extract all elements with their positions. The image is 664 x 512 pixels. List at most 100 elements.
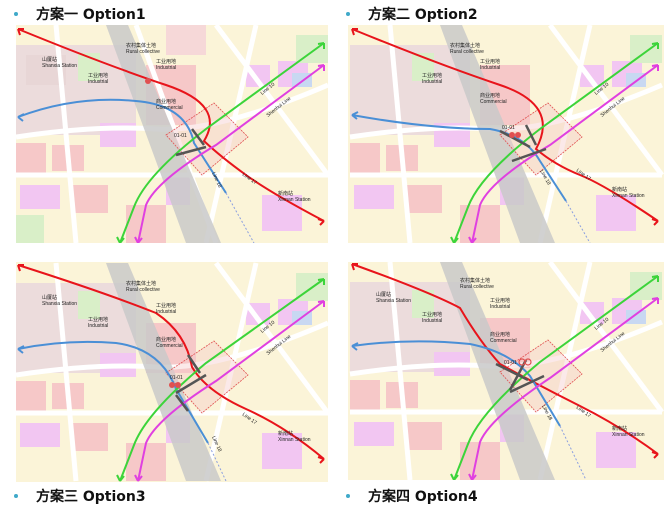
rural-label-en: Rural collective xyxy=(126,49,160,55)
arrowheads xyxy=(351,263,659,480)
commercial-label-cn: 商业用地 xyxy=(156,336,176,343)
rural-label-en: Rural collective xyxy=(460,284,494,290)
rural-label-cn: 农村集体土地 xyxy=(126,280,156,287)
bullet-icon xyxy=(14,494,18,498)
shanxia-station-label-en: Shanxia Station xyxy=(42,301,77,307)
rural-label-en: Rural collective xyxy=(126,287,160,293)
caption-option4-label: 方案四 Option4 xyxy=(368,489,478,505)
shanxia-station-label-cn: 山厦站 xyxy=(376,291,391,298)
commercial-label-en: Commercial xyxy=(480,99,507,105)
xinnan-station-label-en: Xinnan Station xyxy=(612,432,645,438)
station-marker xyxy=(145,78,151,84)
line18-path xyxy=(17,340,209,444)
xinnan-station-label-cn: 新南站 xyxy=(612,186,627,193)
xinnan-station-label-en: Xinnan Station xyxy=(612,193,645,199)
industrial-label-en: Industrial xyxy=(156,309,176,315)
line17-path xyxy=(351,28,659,222)
bullet-icon xyxy=(346,494,350,498)
caption-option4: 方案四 Option4 xyxy=(346,485,478,507)
line18-path xyxy=(17,98,227,194)
shanxia-station-label-en: Shanxia Station xyxy=(376,298,411,304)
transfer-link xyxy=(175,128,207,157)
metro-lines xyxy=(17,264,325,482)
line17-path xyxy=(351,263,659,455)
shanxia-station-label-cn: 山厦站 xyxy=(42,294,57,301)
rural-label-cn: 农村集体土地 xyxy=(126,42,156,49)
shenhui-path xyxy=(137,300,325,482)
shenhui-path xyxy=(137,64,325,243)
line10-path xyxy=(453,275,659,480)
line17-path xyxy=(17,28,325,222)
line10-path xyxy=(119,42,325,243)
commercial-label-en: Commercial xyxy=(156,343,183,349)
rail-corridor xyxy=(106,25,221,243)
xinnan-station-label-cn: 新南站 xyxy=(612,425,627,432)
industrial2-label-en: Industrial xyxy=(88,323,108,329)
map-option2: 农村集体土地 Rural collective 工业用地 Industrial … xyxy=(348,25,664,243)
industrial-label-cn: 工业用地 xyxy=(156,302,176,309)
map-option2-diagram: 农村集体土地 Rural collective 工业用地 Industrial … xyxy=(349,25,664,243)
industrial2-label-cn: 工业用地 xyxy=(88,316,108,323)
map-option3: 山厦站 Shanxia Station 农村集体土地 Rural collect… xyxy=(16,262,328,482)
metro-lines xyxy=(17,28,325,243)
arrowheads xyxy=(17,28,325,243)
industrial-label-cn: 工业用地 xyxy=(490,297,510,304)
bullet-icon xyxy=(346,12,350,16)
transfer-link xyxy=(499,124,547,163)
caption-option1-label: 方案一 Option1 xyxy=(36,7,146,23)
industrial2-label-en: Industrial xyxy=(88,79,108,85)
metro-lines xyxy=(351,28,659,243)
shenhui-path xyxy=(471,64,659,243)
rural-label-cn: 农村集体土地 xyxy=(460,277,490,284)
rail-corridor xyxy=(106,263,221,481)
commercial-label-cn: 商业用地 xyxy=(156,98,176,105)
industrial-label-en: Industrial xyxy=(156,65,176,71)
xinnan-station-label-en: Xinnan Station xyxy=(278,437,311,443)
arrowheads xyxy=(17,264,325,482)
commercial-label-cn: 商业用地 xyxy=(490,331,510,338)
map-option4-diagram: 山厦站 Shanxia Station 农村集体土地 Rural collect… xyxy=(349,262,664,480)
industrial2-label-cn: 工业用地 xyxy=(422,311,442,318)
caption-option3-label: 方案三 Option3 xyxy=(36,489,146,505)
transfer-link xyxy=(175,354,207,412)
line10-path xyxy=(453,42,659,243)
commercial-label-en: Commercial xyxy=(156,105,183,111)
map-option1: 山厦站 Shanxia Station 农村集体土地 Rural collect… xyxy=(16,25,328,243)
station-marker xyxy=(169,382,181,388)
commercial-label-cn: 商业用地 xyxy=(480,92,500,99)
commercial-label-en: Commercial xyxy=(490,338,517,344)
arrowheads xyxy=(351,28,659,243)
site-code-label: 01-01 xyxy=(502,125,515,131)
rail-corridor xyxy=(440,262,555,480)
line17-path xyxy=(17,264,325,460)
xinnan-station-label-en: Xinnan Station xyxy=(278,197,311,203)
map-option3-diagram: 山厦站 Shanxia Station 农村集体土地 Rural collect… xyxy=(16,262,328,482)
line18-path xyxy=(351,340,561,427)
rural-label-en: Rural collective xyxy=(450,49,484,55)
shanxia-station-label-cn: 山厦站 xyxy=(42,56,57,63)
rail-corridor xyxy=(440,25,555,243)
industrial-label-en: Industrial xyxy=(490,304,510,310)
caption-option1: 方案一 Option1 xyxy=(14,3,146,25)
shenhui-path xyxy=(471,297,659,480)
industrial-label-cn: 工业用地 xyxy=(480,58,500,65)
industrial2-label-cn: 工业用地 xyxy=(422,72,442,79)
line18-path xyxy=(351,114,567,202)
industrial-label-en: Industrial xyxy=(480,65,500,71)
industrial2-label-cn: 工业用地 xyxy=(88,72,108,79)
site-code-label: 01-01 xyxy=(174,133,187,139)
industrial2-label-en: Industrial xyxy=(422,79,442,85)
industrial2-label-en: Industrial xyxy=(422,318,442,324)
rural-label-cn: 农村集体土地 xyxy=(450,42,480,49)
industrial-label-cn: 工业用地 xyxy=(156,58,176,65)
caption-option2: 方案二 Option2 xyxy=(346,3,478,25)
station-marker xyxy=(518,358,532,366)
xinnan-station-label-cn: 新南站 xyxy=(278,430,293,437)
site-code-label: 01-01 xyxy=(170,375,183,381)
shanxia-station-label-en: Shanxia Station xyxy=(42,63,77,69)
site-code-label: 01-01 xyxy=(504,360,517,366)
station-marker xyxy=(509,132,521,138)
map-option1-diagram: 山厦站 Shanxia Station 农村集体土地 Rural collect… xyxy=(16,25,328,243)
metro-lines xyxy=(351,263,659,480)
land-use-blocks xyxy=(16,25,328,243)
